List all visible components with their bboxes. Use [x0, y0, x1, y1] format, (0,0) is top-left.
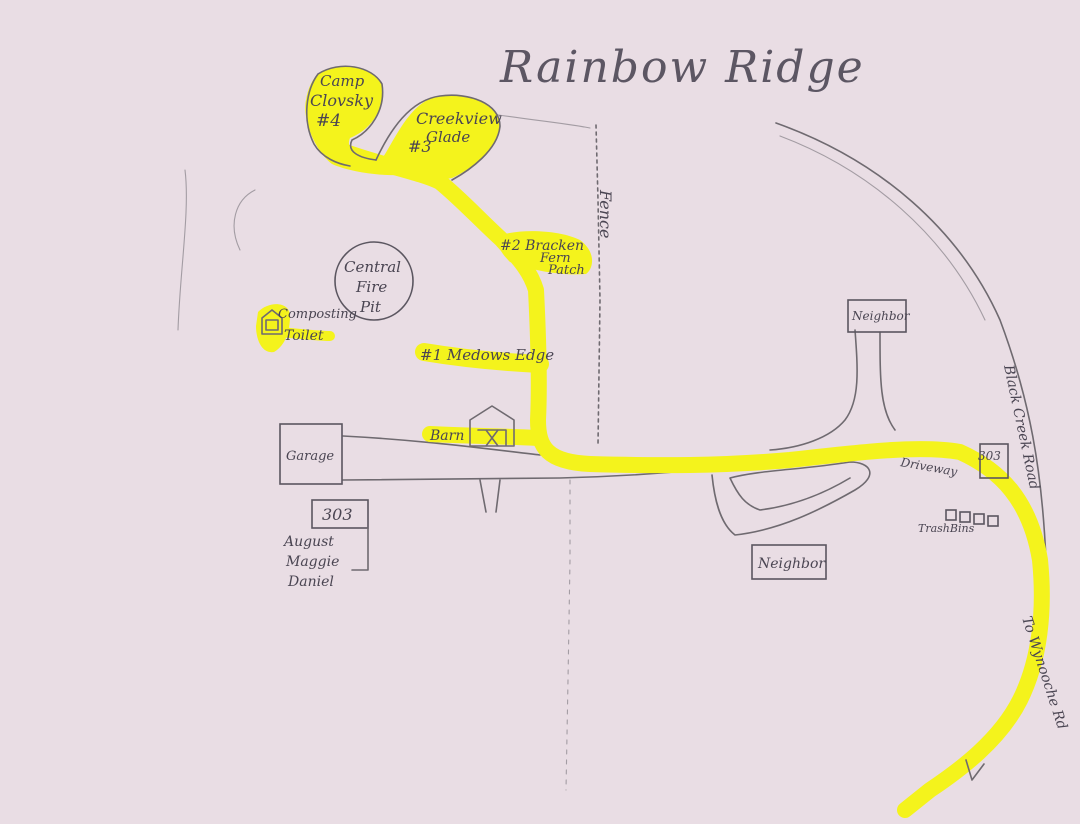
trash-bins-label: TrashBins	[918, 522, 975, 535]
fence-line-lower	[565, 479, 571, 791]
driveway-loop	[711, 461, 871, 536]
map-title: Rainbow Ridge	[499, 42, 865, 93]
camp-3-label-line1: Creekview	[416, 109, 502, 128]
mailbox-right-box	[979, 443, 1009, 479]
garage-label: Garage	[286, 449, 334, 464]
camp-2-label-line2: Fern	[539, 251, 571, 266]
camp-3-label-line2: Glade	[426, 128, 470, 146]
road-arrow-icon	[965, 759, 985, 781]
camp-2-label-line3: Patch	[547, 263, 585, 278]
toilet-label-line2: Toilet	[284, 328, 324, 344]
upper-neighbor-lane-b	[879, 331, 896, 431]
fire-pit-label-line3: Pit	[359, 298, 382, 316]
resident-3: Daniel	[287, 574, 334, 590]
fence-label: Fence	[596, 189, 615, 238]
black-creek-road-inner-line	[779, 135, 986, 321]
camp-4-outline	[305, 65, 384, 167]
neighbor-top-label: Neighbor	[851, 309, 911, 323]
resident-1: August	[282, 534, 334, 550]
camp-4-label-line2: Clovsky	[310, 91, 374, 110]
camp-3-outline	[375, 94, 501, 181]
neighbor-bottom-box	[751, 544, 827, 580]
toilet-label-line1: Composting	[278, 307, 357, 322]
mailbox-left-label: 303	[322, 505, 353, 524]
trash-bins-icon	[945, 509, 999, 527]
resident-2: Maggie	[285, 554, 339, 570]
neighbor-top-box	[847, 299, 907, 333]
upper-neighbor-lane	[769, 329, 858, 451]
camp-4-label-line3: #4	[316, 111, 341, 131]
black-creek-road-line	[775, 122, 1047, 561]
garage-box	[279, 423, 343, 485]
camp-1-label: #1 Medows Edge	[420, 346, 554, 364]
toilet-icon	[261, 309, 283, 335]
mailbox-left-box	[311, 499, 369, 529]
camp-4-label-line1: Camp	[320, 72, 365, 90]
fire-pit-label-line1: Central	[344, 258, 401, 276]
camp-2-label-line1: #2 Bracken	[500, 238, 584, 254]
fire-pit-circle	[334, 241, 414, 321]
neighbor-bottom-label: Neighbor	[757, 556, 826, 572]
mailbox-right-label: 303	[978, 449, 1001, 463]
barn-icon	[469, 405, 515, 447]
fence-line	[595, 124, 601, 446]
fire-pit-label-line2: Fire	[355, 278, 387, 296]
resident-box-lines	[351, 527, 369, 571]
camp-3-label-line3: #3	[408, 137, 432, 156]
barn-label: Barn	[429, 428, 464, 444]
highlighted-path	[256, 66, 1050, 818]
